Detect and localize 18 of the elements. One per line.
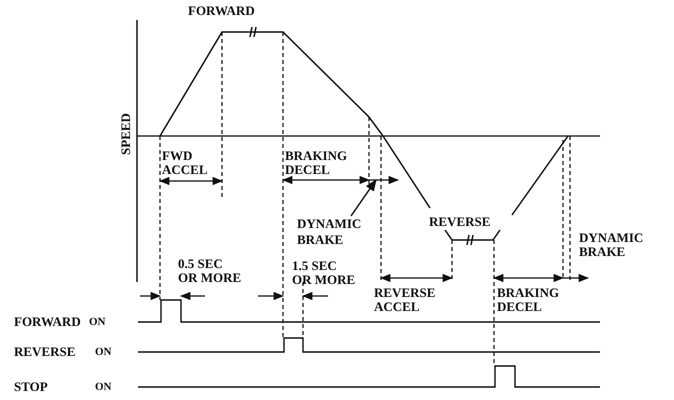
direction-label: FORWARD <box>188 4 256 18</box>
axis-title: SPEED <box>119 112 133 157</box>
signal-state-label: ON <box>95 345 112 359</box>
callout-text: DYNAMIC BRAKE <box>297 216 359 248</box>
phase-label: FWD ACCEL <box>162 149 209 177</box>
phase-label: BRAKING DECEL <box>497 286 560 314</box>
time-label: 1.5 SEC OR MORE <box>292 259 356 287</box>
phase-label: BRAKING DECEL <box>285 149 348 177</box>
signal-label: FORWARD <box>14 315 82 329</box>
leader-line <box>350 179 377 216</box>
signal-state-label: ON <box>89 315 106 329</box>
signal-label: REVERSE <box>14 345 76 359</box>
time-label: 0.5 SEC OR MORE <box>178 257 242 285</box>
signal-label: STOP <box>14 380 49 394</box>
direction-label: REVERSE <box>429 215 492 229</box>
phase-label: DYNAMIC BRAKE <box>579 231 644 259</box>
phase-label: REVERSE ACCEL <box>374 286 436 314</box>
signal-state-label: ON <box>95 380 112 394</box>
